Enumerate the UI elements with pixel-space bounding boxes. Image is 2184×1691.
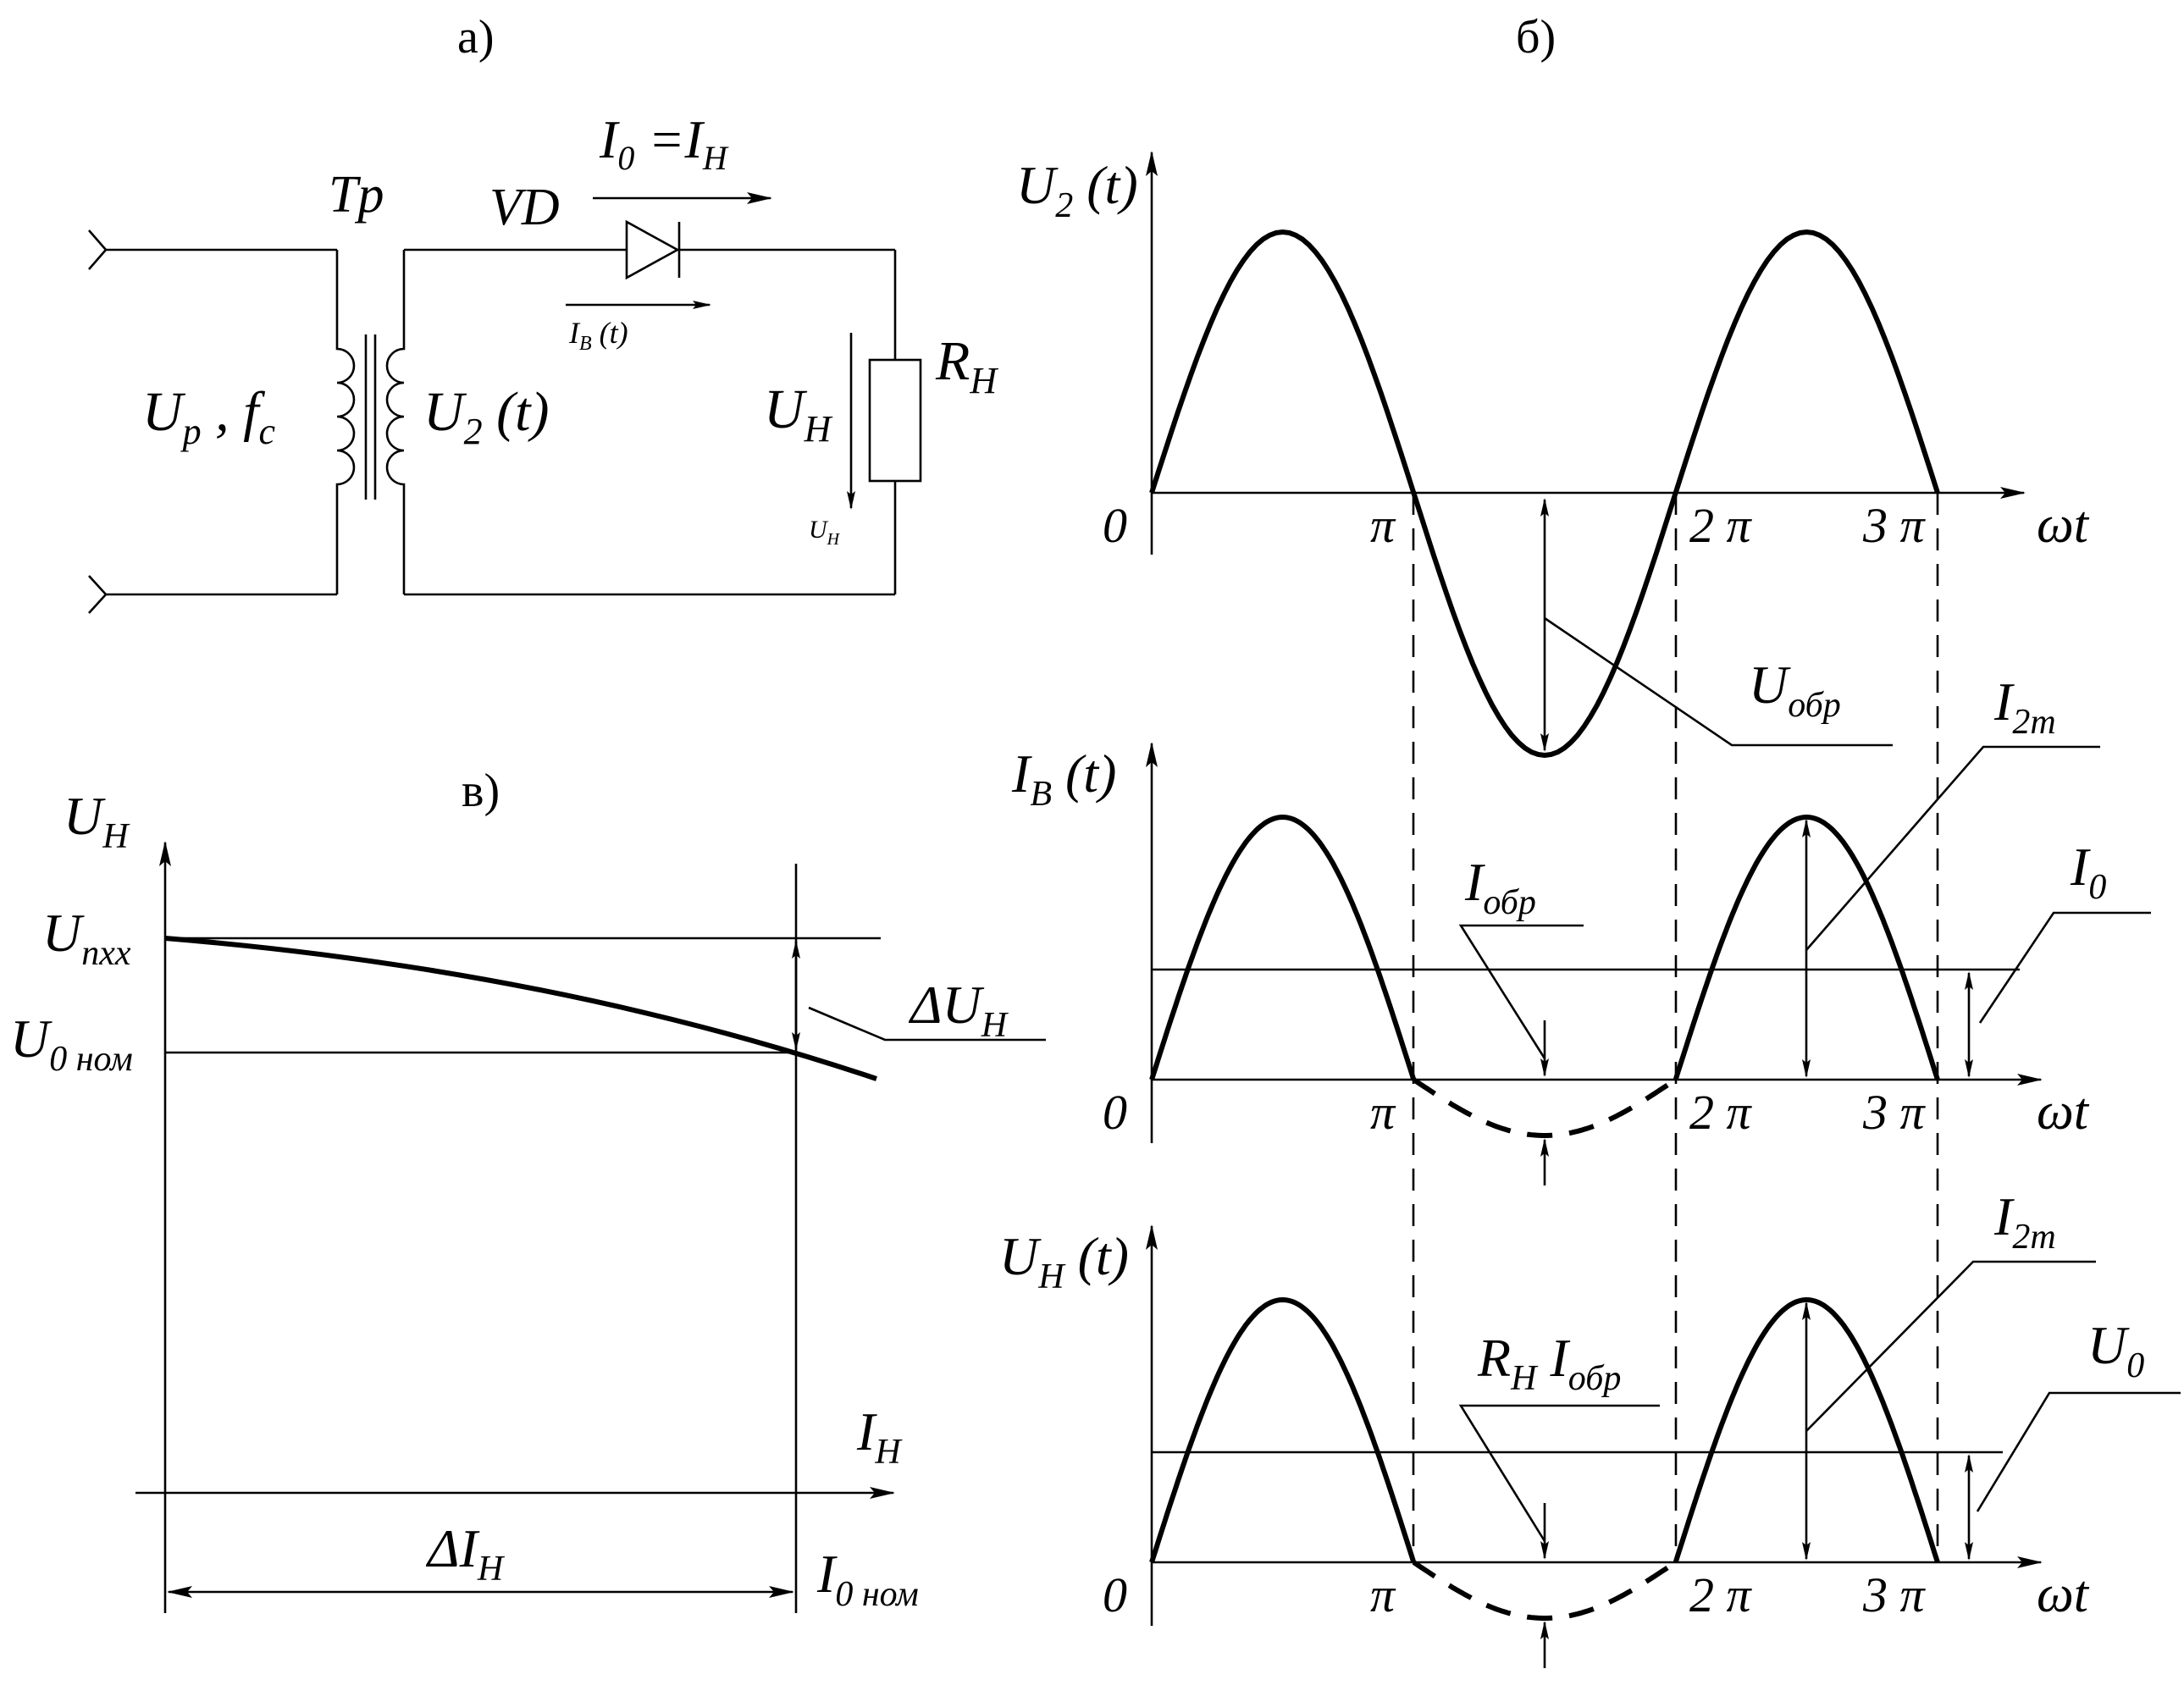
- ib-half-wave-2: [1673, 814, 1940, 1080]
- input-terminal-top: [88, 229, 337, 270]
- ib-amp-label: I2m: [1993, 671, 2056, 742]
- uh-reverse-voltage: [1412, 1560, 1678, 1621]
- diode-current-label: IB (t): [568, 316, 628, 355]
- primary-winding: [335, 250, 356, 594]
- uh-tick-0: 0: [1103, 1567, 1127, 1622]
- uh-dc-label: U0: [2087, 1315, 2144, 1385]
- panel-label-c: в): [462, 765, 500, 817]
- lc-x-label: IH: [856, 1401, 903, 1472]
- load-voltage-label: UH: [764, 379, 833, 450]
- lc-curve: [164, 936, 877, 1081]
- u2-tick-0: 0: [1103, 498, 1127, 553]
- u2-reverse-label: Uобр: [1749, 655, 1841, 725]
- u2-plot: U2 (t) Uобр 0 π 2 π 3 π ωt: [1016, 151, 2090, 759]
- u2-tick-2pi: 2 π: [1689, 498, 1753, 553]
- ib-rev-leader: [1458, 924, 1584, 1059]
- uh-amp-leader: [1805, 1260, 2096, 1432]
- lc-delta-i-label: ΔIH: [425, 1518, 506, 1589]
- uh-tick-2pi: 2 π: [1689, 1567, 1753, 1622]
- lc-noload-label: Unxx: [42, 903, 131, 973]
- u2-tick-pi: π: [1370, 498, 1396, 553]
- waveforms: U2 (t) Uобр 0 π 2 π 3 π ωt IB (t) I2m I: [999, 151, 2181, 1668]
- panel-label-a: а): [457, 11, 495, 64]
- lc-y-label: UH: [64, 786, 130, 856]
- circuit-diagram: Tp VD I0 =IH IB (t) Up , fc U2 (t) UH UH…: [88, 109, 998, 614]
- load-resistor: [868, 358, 922, 483]
- u2-y-label: U2 (t): [1016, 155, 1138, 225]
- uh-rev-leader: [1458, 1404, 1660, 1542]
- main-current-label: I0 =IH: [599, 109, 729, 177]
- diode-label: VD: [489, 179, 560, 236]
- load-characteristic-chart: UH IH Unxx U0 ном ΔUH ΔIH I0 ном: [10, 786, 1046, 1614]
- ib-half-wave-1: [1149, 814, 1417, 1080]
- uh-half-wave-1: [1149, 1296, 1417, 1563]
- diode-symbol: [625, 219, 680, 280]
- lc-delta-u-label: ΔUH: [908, 975, 1009, 1045]
- ib-reverse-current: [1412, 1077, 1678, 1138]
- ib-amp-leader: [1805, 745, 2100, 951]
- secondary-voltage-label: U2 (t): [423, 381, 549, 452]
- load-voltage-small-label: UH: [809, 516, 841, 549]
- u2-reverse-leader: [1544, 616, 1893, 747]
- ib-tick-pi: π: [1370, 1085, 1396, 1140]
- ib-tick-2pi: 2 π: [1689, 1085, 1753, 1140]
- u2-tick-3pi: 3 π: [1862, 498, 1927, 553]
- u2-x-label: ωt: [2037, 496, 2090, 554]
- ib-rev-label: Iобр: [1464, 852, 1536, 922]
- ib-plot: IB (t) I2m I0 Iобр 0 π 2 π 3 π ωt: [1011, 671, 2151, 1185]
- ib-tick-3pi: 3 π: [1862, 1085, 1927, 1140]
- input-voltage-label: Up , fc: [142, 381, 276, 452]
- ib-dc-leader: [1978, 911, 2151, 1024]
- lc-nominal-label: U0 ном: [10, 1009, 133, 1079]
- uh-y-label: UH (t): [999, 1226, 1129, 1296]
- lc-i-nominal-label: I0 ном: [816, 1544, 919, 1614]
- ib-tick-0: 0: [1103, 1085, 1127, 1140]
- ib-dc-label: I0: [2070, 837, 2106, 907]
- uh-amp-label: I2m: [1993, 1186, 2056, 1257]
- uh-half-wave-2: [1673, 1296, 1940, 1563]
- panel-label-b: б): [1516, 11, 1556, 64]
- uh-rev-label: RH Iобр: [1477, 1328, 1621, 1398]
- secondary-winding: [385, 250, 406, 594]
- uh-x-label: ωt: [2037, 1566, 2090, 1623]
- uh-tick-3pi: 3 π: [1862, 1567, 1927, 1622]
- transformer-label: Tp: [329, 166, 384, 224]
- lc-delta-u-leader: [808, 1006, 1046, 1042]
- uh-tick-pi: π: [1370, 1567, 1396, 1622]
- ib-y-label: IB (t): [1011, 743, 1116, 814]
- input-terminal-bottom: [88, 575, 337, 614]
- ib-x-label: ωt: [2037, 1083, 2090, 1141]
- uh-plot: UH (t) I2m U0 RH Iобр 0 π 2 π 3 π ωt: [999, 1186, 2181, 1668]
- u2-sine-curve: [1149, 229, 1940, 759]
- load-resistor-label: RH: [935, 330, 998, 401]
- uh-dc-leader: [1976, 1391, 2181, 1512]
